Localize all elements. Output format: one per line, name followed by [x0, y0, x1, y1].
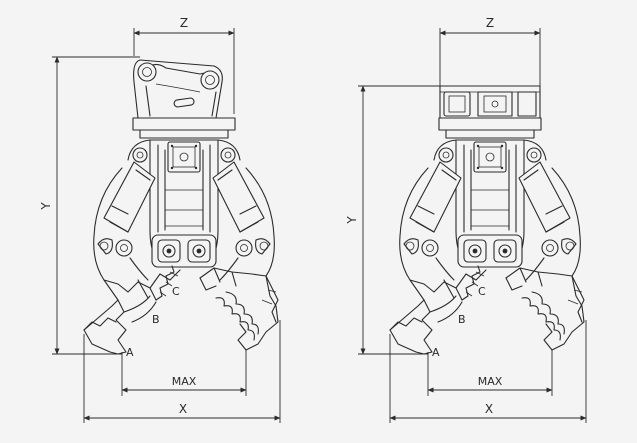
dimension-max: MAX [121, 350, 247, 396]
dim-label-z: Z [180, 16, 188, 30]
dimension-z: Z [133, 16, 235, 114]
dim-label-max: MAX [478, 375, 503, 388]
dim-label-z: Z [486, 16, 494, 30]
dim-label-x: X [485, 402, 493, 416]
crusher-drawing-left: Z Y MAX X A B C [39, 16, 281, 423]
point-label-c: C [172, 285, 180, 298]
dimension-z: Z [439, 16, 541, 86]
crusher-drawing-right: Z Y MAX X A B C [345, 16, 587, 423]
dimension-x: X [83, 320, 281, 423]
dim-label-y: Y [39, 202, 53, 211]
crusher-body [83, 117, 279, 355]
point-label-a: A [126, 346, 134, 359]
dimension-x: X [389, 320, 587, 423]
mounting-plate [439, 85, 541, 119]
mounting-bracket [133, 59, 223, 119]
dim-label-y: Y [345, 216, 359, 225]
dimension-y: Y [345, 85, 440, 355]
dim-label-x: X [179, 402, 187, 416]
point-label-b: B [458, 313, 466, 326]
point-label-c: C [478, 285, 486, 298]
dimension-max: MAX [427, 350, 553, 396]
point-label-a: A [432, 346, 440, 359]
point-label-b: B [152, 313, 160, 326]
dim-label-max: MAX [172, 375, 197, 388]
crusher-body [389, 117, 585, 355]
dimension-y: Y [39, 56, 140, 355]
